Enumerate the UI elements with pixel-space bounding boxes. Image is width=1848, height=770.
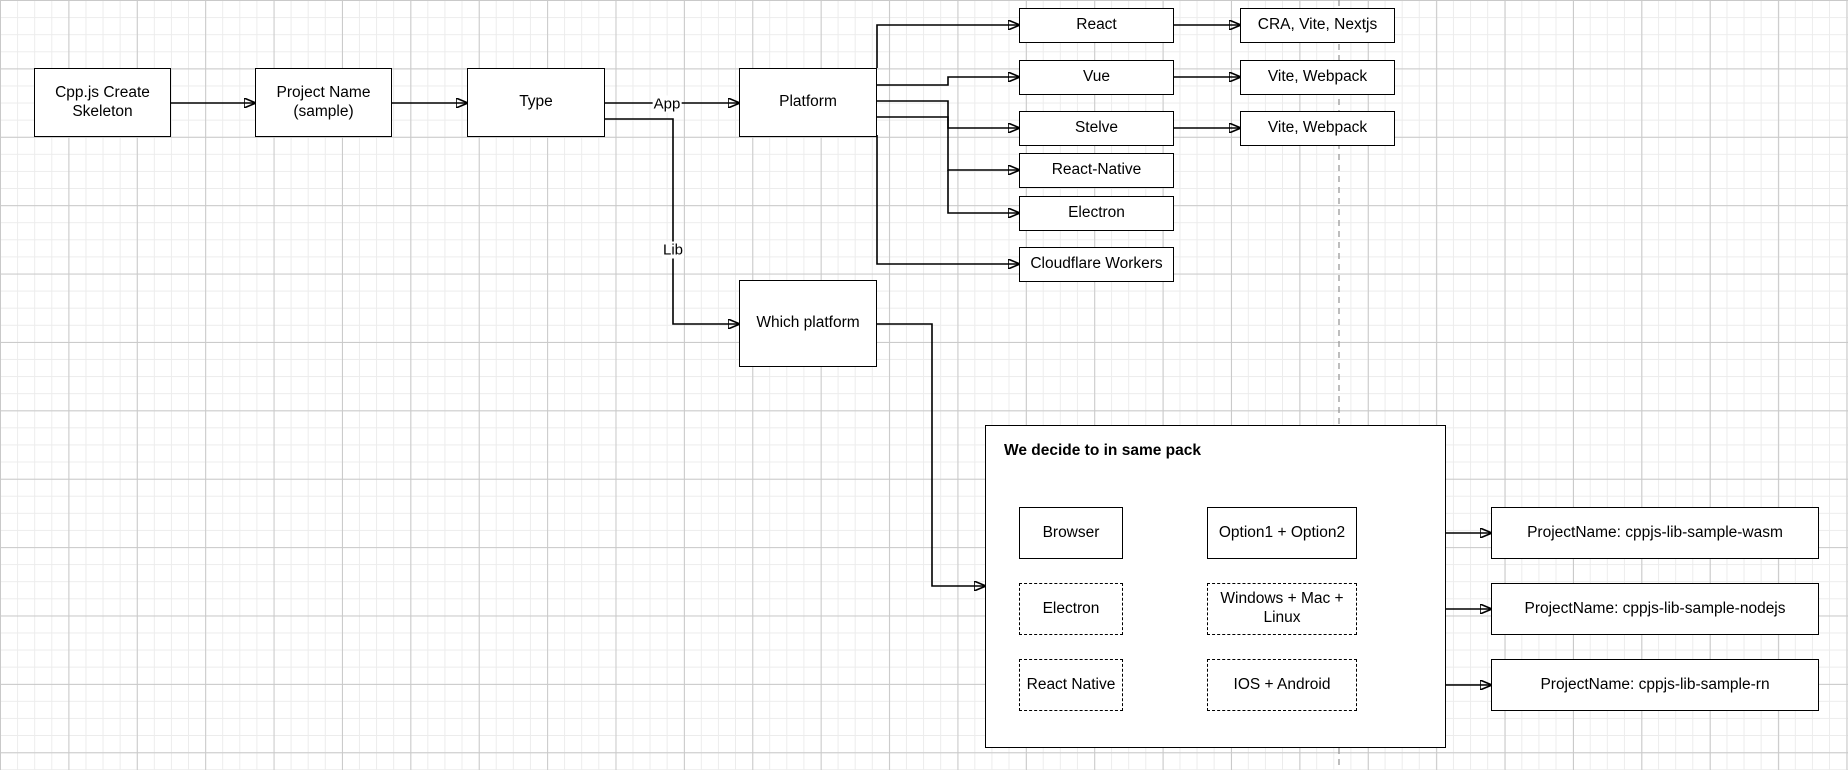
output-nodejs-node[interactable]: ProjectName: cppjs-lib-sample-nodejs xyxy=(1491,583,1819,635)
which-platform-node[interactable]: Which platform xyxy=(739,280,877,367)
output-rn-node[interactable]: ProjectName: cppjs-lib-sample-rn xyxy=(1491,659,1819,711)
electron-targets-node[interactable]: Windows + Mac + Linux xyxy=(1207,583,1357,635)
edge-which-platform-to-pack xyxy=(877,323,985,586)
react-native-lib-node[interactable]: React Native xyxy=(1019,659,1123,711)
edge-platform-to-react-native xyxy=(877,116,1019,170)
cloudflare-workers-node[interactable]: Cloudflare Workers xyxy=(1019,247,1174,282)
vue-node[interactable]: Vue xyxy=(1019,60,1174,95)
edge-type-to-which-platform xyxy=(605,118,739,324)
platform-node[interactable]: Platform xyxy=(739,68,877,137)
stelve-tools-node[interactable]: Vite, Webpack xyxy=(1240,111,1395,146)
react-tools-node[interactable]: CRA, Vite, Nextjs xyxy=(1240,8,1395,43)
browser-node[interactable]: Browser xyxy=(1019,507,1123,559)
edge-platform-to-electron xyxy=(947,170,1019,213)
react-native-node[interactable]: React-Native xyxy=(1019,153,1174,188)
edge-label-app: App xyxy=(652,95,682,113)
electron-node[interactable]: Electron xyxy=(1019,196,1174,231)
electron-lib-node[interactable]: Electron xyxy=(1019,583,1123,635)
browser-targets-node[interactable]: Option1 + Option2 xyxy=(1207,507,1357,559)
react-node[interactable]: React xyxy=(1019,8,1174,43)
edge-platform-to-cloudflare-workers xyxy=(876,135,1019,264)
project-name-node[interactable]: Project Name (sample) xyxy=(255,68,392,137)
edge-platform-to-stelve xyxy=(877,100,1019,128)
stelve-node[interactable]: Stelve xyxy=(1019,111,1174,146)
edge-label-lib: Lib xyxy=(661,241,685,259)
rn-targets-node[interactable]: IOS + Android xyxy=(1207,659,1357,711)
create-skeleton-node[interactable]: Cpp.js Create Skeleton xyxy=(34,68,171,137)
edge-platform-to-react xyxy=(876,25,1019,68)
output-wasm-node[interactable]: ProjectName: cppjs-lib-sample-wasm xyxy=(1491,507,1819,559)
type-node[interactable]: Type xyxy=(467,68,605,137)
same-pack-title: We decide to in same pack xyxy=(1004,442,1201,459)
vue-tools-node[interactable]: Vite, Webpack xyxy=(1240,60,1395,95)
edge-platform-to-vue xyxy=(877,77,1019,86)
